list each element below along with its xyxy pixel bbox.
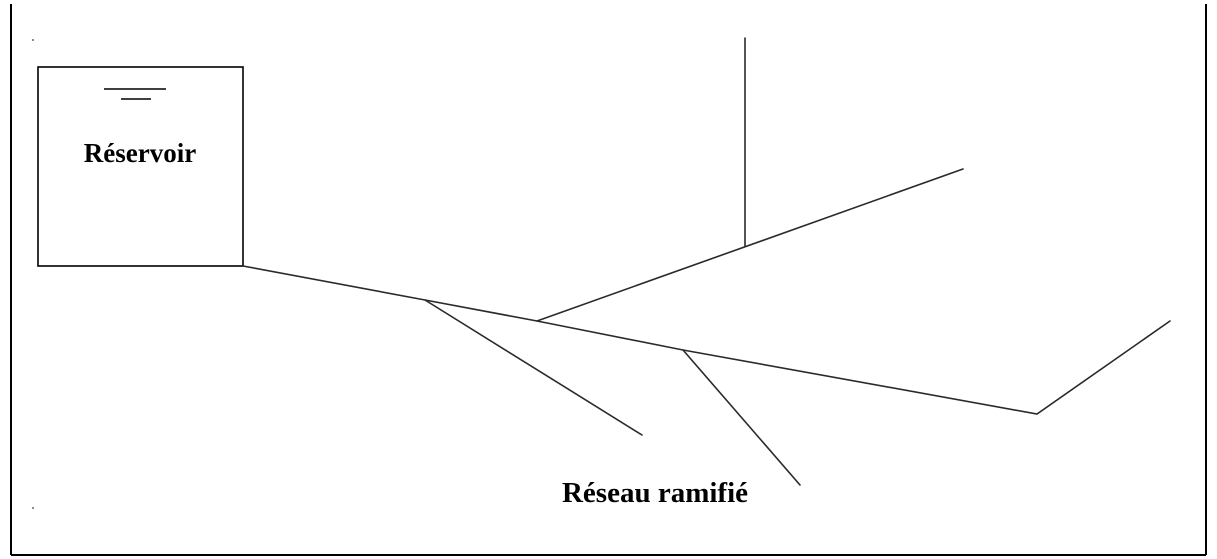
pipe-network [242, 37, 1171, 486]
outer-frame [10, 4, 1207, 556]
branch-pipe-1 [424, 299, 643, 436]
branch-pipe-2 [536, 168, 964, 322]
branch-pipe-3 [682, 349, 801, 486]
scan-mark-bottom [32, 507, 34, 509]
main-pipe [242, 265, 1171, 415]
reservoir-label: Réservoir [84, 138, 196, 168]
scan-mark-top [32, 39, 34, 41]
reservoir-box [37, 66, 244, 267]
network-label: Réseau ramifié [562, 477, 748, 509]
water-level-icon [104, 88, 166, 100]
reservoir: Réservoir [37, 66, 244, 267]
